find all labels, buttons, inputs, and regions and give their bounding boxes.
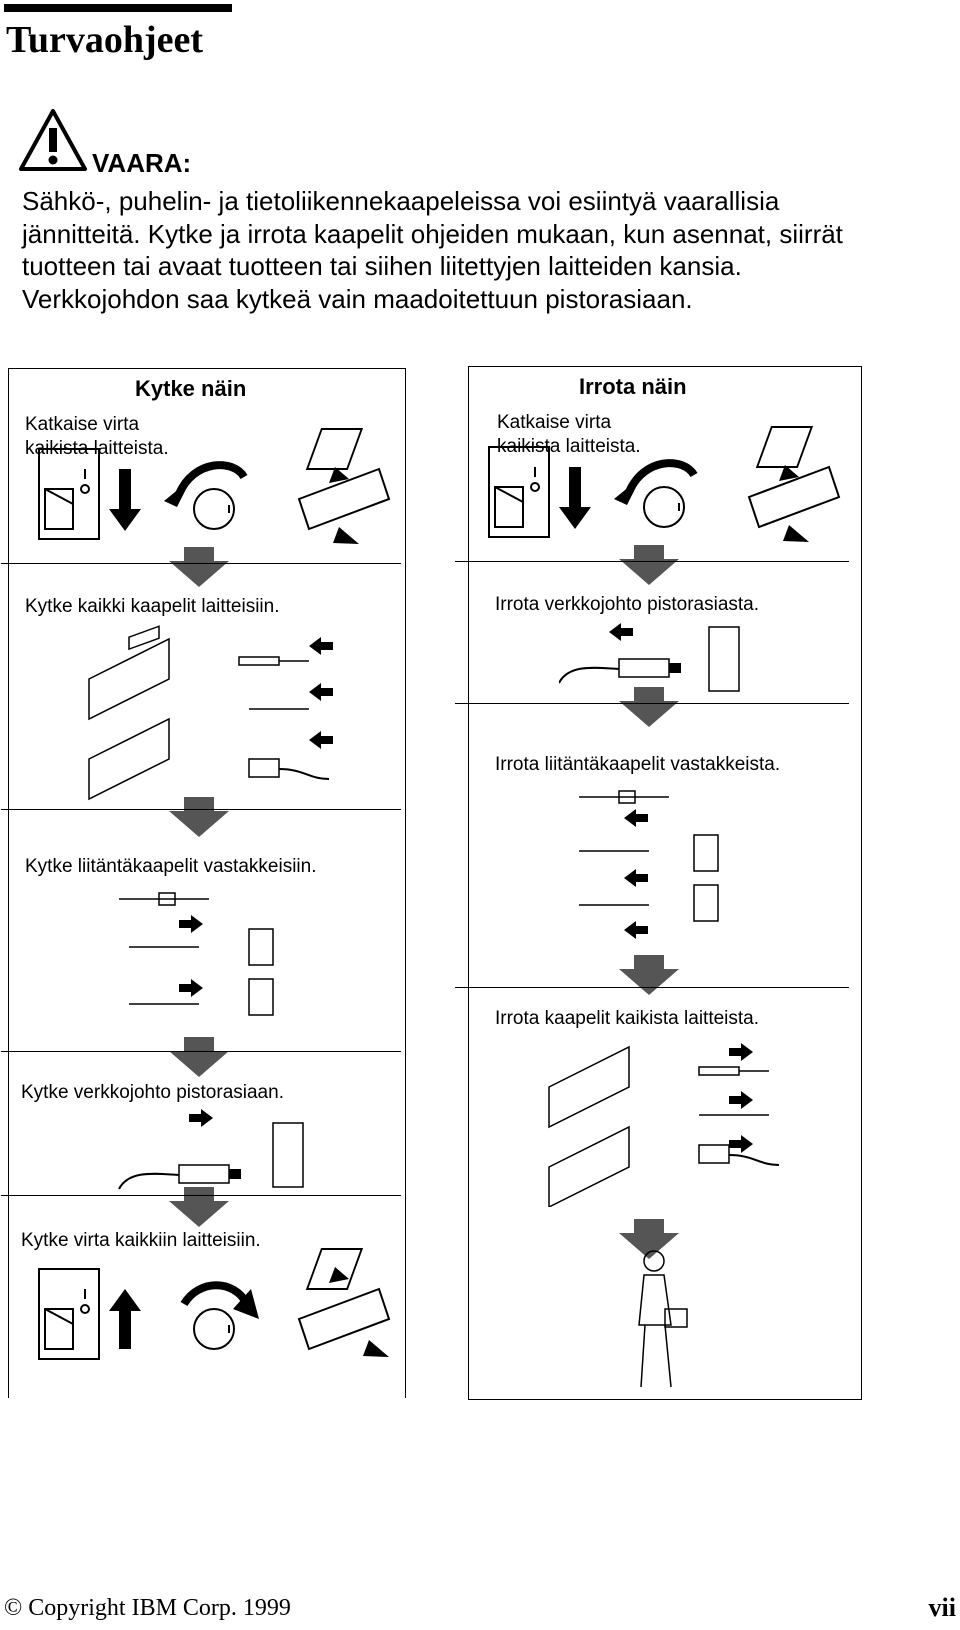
power-cord-plug-illustration	[118, 1109, 304, 1190]
step-divider	[1, 1051, 401, 1052]
flow-arrow	[169, 547, 229, 587]
warning-triangle-icon	[19, 109, 87, 171]
connect-step-3: Kytke liitäntäkaapelit vastakkeisiin.	[25, 856, 317, 877]
disconnect-step-3: Irrota liitäntäkaapelit vastakkeista.	[495, 754, 781, 775]
step-divider	[455, 703, 849, 704]
connect-step-5: Kytke virta kaikkiin laitteisiin.	[21, 1230, 261, 1251]
disconnect-panel: Irrota näin Katkaise virta kaikista lait…	[455, 366, 862, 1400]
devices-cables-illustration	[88, 625, 333, 801]
flow-arrow	[169, 797, 229, 837]
disconnect-step-2: Irrota verkkojohto pistorasiasta.	[495, 594, 760, 615]
signal-cables-illustration	[119, 892, 274, 1016]
step-divider	[455, 561, 849, 562]
warning-label: VAARA:	[92, 148, 192, 178]
flow-arrow	[619, 955, 679, 995]
disconnect-title: Irrota näin	[579, 374, 687, 399]
connect-step-2: Kytke kaikki kaapelit laitteisiin.	[25, 596, 280, 617]
flow-arrow	[619, 545, 679, 585]
power-cord-unplug-illustration	[559, 623, 740, 692]
person-walking-illustration	[638, 1250, 688, 1388]
power-off-illustration	[488, 426, 840, 542]
power-on-illustration	[38, 1248, 390, 1360]
connect-panel: Kytke näin Katkaise virta kaikista laitt…	[1, 368, 406, 1398]
disconnect-step-4: Irrota kaapelit kaikista laitteista.	[495, 1008, 760, 1029]
flow-arrow	[169, 1037, 229, 1077]
step-divider	[455, 987, 849, 988]
power-off-illustration	[38, 428, 390, 544]
connect-title: Kytke näin	[135, 376, 247, 401]
step-divider	[1, 809, 401, 810]
warning-text: Sähkö-, puhelin- ja tietoliikennekaapele…	[22, 186, 843, 314]
signal-cables-unplug-illustration	[579, 790, 719, 939]
title-rule	[4, 4, 232, 12]
flow-arrow	[169, 1187, 229, 1227]
devices-cables-unplug-illustration	[548, 1043, 780, 1207]
connect-step-4: Kytke verkkojohto pistorasiaan.	[21, 1082, 284, 1103]
copyright: © Copyright IBM Corp. 1999	[4, 1595, 291, 1621]
page-number: vii	[928, 1593, 956, 1622]
step-divider	[1, 563, 401, 564]
flow-arrow	[619, 687, 679, 727]
step-divider	[1, 1195, 401, 1196]
page-title: Turvaohjeet	[6, 19, 204, 61]
